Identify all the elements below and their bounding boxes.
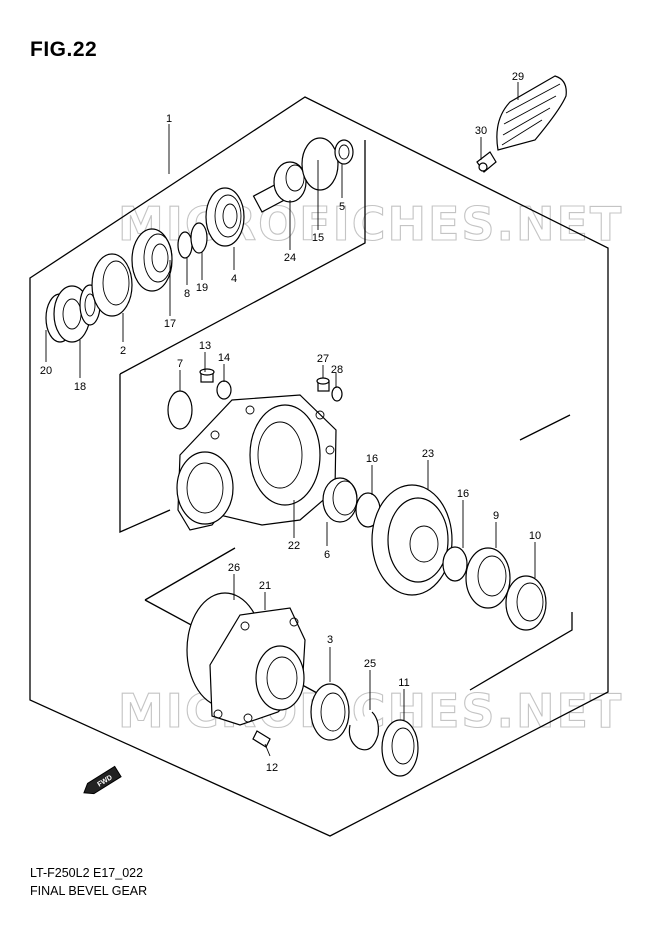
part-28-gasket <box>331 386 343 402</box>
part-23-ring-gear <box>371 484 453 596</box>
callout-5: 5 <box>339 201 345 213</box>
part-27-plug <box>316 377 330 392</box>
callout-22: 22 <box>288 540 300 552</box>
callout-4: 4 <box>231 273 237 285</box>
callout-19: 19 <box>196 282 208 294</box>
callout-2: 2 <box>120 345 126 357</box>
part-10-oil-seal <box>505 575 547 631</box>
callout-27: 27 <box>317 353 329 365</box>
callout-29: 29 <box>512 71 524 83</box>
upper-frame <box>119 140 366 375</box>
outer-frame <box>29 96 609 837</box>
part-15-o-ring <box>301 137 339 191</box>
housing-frame-left <box>119 374 171 533</box>
callout-18: 18 <box>74 381 86 393</box>
part-16-shim-lower <box>442 546 468 582</box>
callout-21: 21 <box>259 580 271 592</box>
part-25-circlip <box>348 711 379 751</box>
callout-14: 14 <box>218 352 230 364</box>
callout-24: 24 <box>284 252 296 264</box>
part-7-o-ring <box>167 390 193 430</box>
part-19-shim <box>190 222 208 254</box>
part-30-clamp <box>476 151 497 173</box>
housing-frame-right <box>519 414 571 441</box>
callout-13: 13 <box>199 340 211 352</box>
callout-6: 6 <box>324 549 330 561</box>
callout-17: 17 <box>164 318 176 330</box>
callout-23: 23 <box>422 448 434 460</box>
callout-28: 28 <box>331 364 343 376</box>
lower-frame-right <box>469 612 573 691</box>
part-9-bearing <box>465 547 511 609</box>
callout-12: 12 <box>266 762 278 774</box>
figure-code: LT-F250L2 E17_022 <box>30 866 144 880</box>
callout-8: 8 <box>184 288 190 300</box>
part-2-seal <box>91 253 133 317</box>
callout-11: 11 <box>398 677 409 689</box>
part-24-pinion <box>252 161 307 213</box>
callout-numbers: 1 2 3 4 5 6 7 8 9 10 11 12 13 14 15 16 1… <box>40 71 541 774</box>
part-29-boot <box>496 75 567 151</box>
callout-20: 20 <box>40 365 52 377</box>
figure-name: FINAL BEVEL GEAR <box>30 884 148 898</box>
part-3-bearing <box>310 683 350 741</box>
part-17-bearing <box>131 228 173 292</box>
lower-frame-top <box>144 547 236 601</box>
callout-25: 25 <box>364 658 376 670</box>
part-12-bolt <box>252 730 271 757</box>
callout-9: 9 <box>493 510 499 522</box>
figure-title: FIG.22 <box>30 38 98 61</box>
callout-30: 30 <box>475 125 487 137</box>
part-21-cover <box>209 607 306 726</box>
part-6-needle-bearing <box>322 477 358 523</box>
callout-26: 26 <box>228 562 240 574</box>
part-4-bearing <box>205 187 245 247</box>
callout-15: 15 <box>312 232 324 244</box>
part-5-bearing <box>334 139 354 165</box>
part-13-plug <box>199 368 215 383</box>
part-22-gear-case <box>176 394 337 531</box>
part-8-snap-ring <box>177 231 193 259</box>
leader-lines <box>45 82 536 720</box>
callout-16a: 16 <box>366 453 378 465</box>
callout-16b: 16 <box>457 488 469 500</box>
callout-10: 10 <box>529 530 541 542</box>
part-14-gasket <box>216 380 232 400</box>
callout-7: 7 <box>177 358 183 370</box>
callout-1: 1 <box>166 113 172 125</box>
fwd-arrow-icon: FWD <box>83 765 122 795</box>
part-11-oil-seal <box>381 719 419 777</box>
callout-3: 3 <box>327 634 333 646</box>
